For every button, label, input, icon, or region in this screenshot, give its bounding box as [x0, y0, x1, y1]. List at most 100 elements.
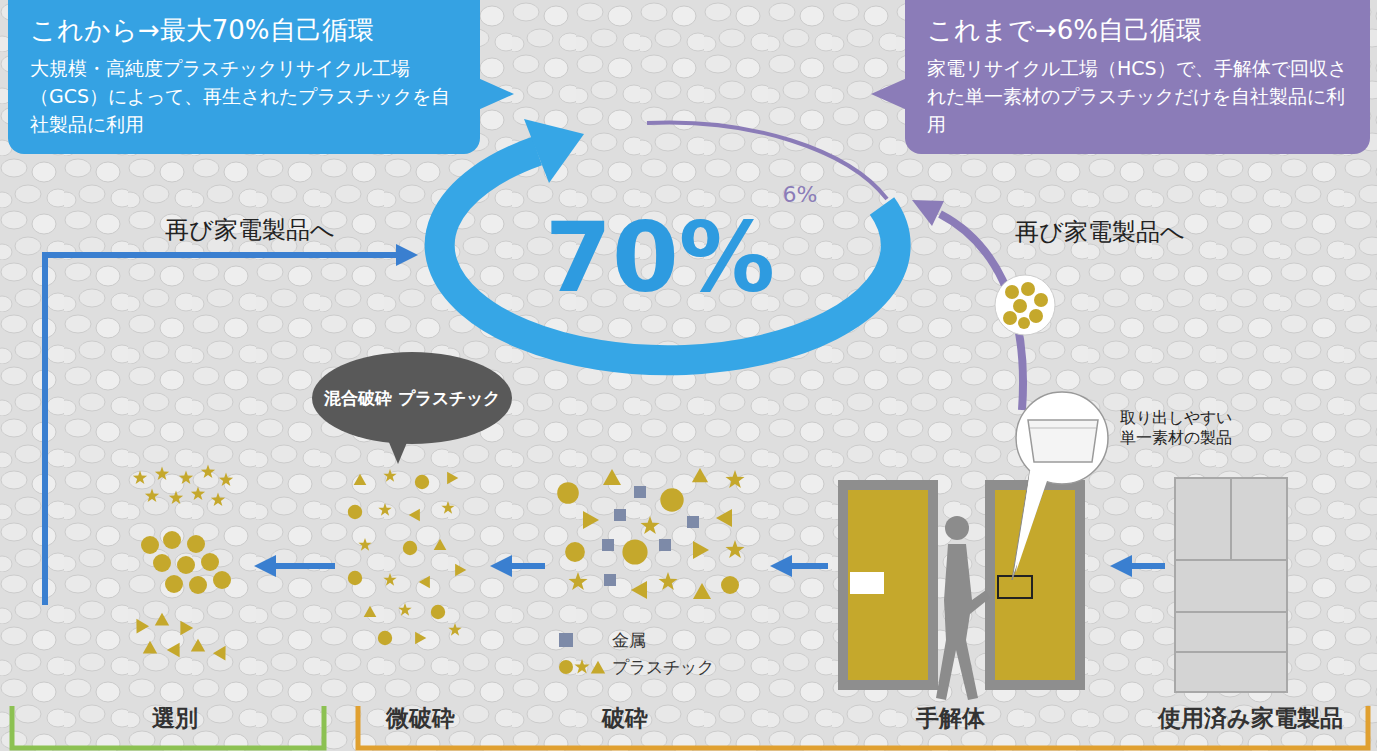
disassembly-boxes — [995, 490, 1075, 680]
crushed-pieces — [716, 509, 732, 527]
sorted-pieces — [179, 471, 193, 485]
crushed-pieces — [659, 539, 671, 551]
stage-arrows — [508, 563, 545, 569]
callout-box: これまで→6%自己循環家電リサイクル工場（HCS）で、手解体で回収された単一素材… — [905, 0, 1370, 154]
fine-crushed-pieces — [354, 474, 367, 485]
parts-bubble — [1028, 420, 1098, 462]
crushed-pieces — [693, 541, 709, 559]
sorted-pieces — [145, 489, 159, 503]
sorted-pieces — [167, 643, 180, 657]
fine-crushed-pieces — [419, 576, 430, 589]
crushed-pieces — [604, 574, 616, 586]
stage-arrows — [788, 563, 828, 569]
node-text: 混合破砕 プラスチック — [324, 387, 500, 409]
fine-crushed-pieces — [448, 623, 461, 636]
fridge-icon — [1230, 478, 1232, 560]
small-cycle-arc — [647, 123, 887, 199]
sorted-pieces — [143, 641, 157, 654]
fine-crushed-pieces — [431, 605, 445, 619]
return-label: 再び家電製品へ — [165, 215, 335, 245]
purple-return-arrow — [940, 214, 1023, 410]
fine-crushed-pieces — [441, 501, 454, 514]
crushed-pieces — [557, 468, 744, 599]
crushed-pieces — [658, 572, 677, 590]
fine-crushed-pieces — [415, 475, 429, 489]
purple-return-arrow — [1018, 317, 1030, 329]
crushed-pieces — [557, 482, 579, 504]
sorted-pieces — [213, 571, 231, 589]
legend-text: プラスチック — [612, 656, 714, 679]
crushed-pieces — [692, 468, 708, 482]
stage-arrows — [254, 555, 276, 577]
sorted-pieces — [169, 491, 183, 505]
sorted-pieces — [177, 556, 195, 574]
fine-crushed-pieces — [403, 541, 417, 555]
crushed-pieces — [725, 470, 744, 488]
crushed-pieces — [687, 516, 699, 528]
disassembly-boxes — [838, 480, 938, 690]
fridge-icon — [1175, 478, 1287, 692]
sorted-pieces — [155, 467, 169, 481]
parts-bubble — [1030, 428, 1096, 429]
sorted-pieces — [187, 535, 205, 553]
worker-figure — [945, 516, 969, 540]
fine-crushed-pieces — [378, 503, 391, 516]
stage-arrows — [1128, 563, 1165, 569]
stage-arrows — [272, 563, 335, 569]
legend-swatch — [559, 633, 573, 647]
speech-bubble: 混合破砕 プラスチック — [312, 352, 512, 444]
fine-crushed-pieces — [409, 509, 420, 522]
purple-return-arrow — [995, 275, 1055, 335]
stage-arrows — [770, 555, 792, 577]
cycle-arrow — [440, 151, 896, 360]
sorted-pieces — [133, 471, 147, 485]
worker-figure — [936, 544, 990, 700]
sorted-pieces — [165, 575, 183, 593]
purple-return-arrow — [1005, 285, 1019, 299]
crushed-pieces — [602, 539, 614, 551]
legend-plastic-sample — [591, 661, 605, 674]
sorted-pieces — [155, 613, 169, 626]
cycle-arrow — [440, 119, 896, 360]
crushed-pieces — [603, 469, 621, 485]
crushed-pieces — [634, 486, 646, 498]
legend-plastic-sample — [559, 660, 573, 674]
crushed-pieces — [583, 511, 599, 529]
crushed-pieces — [693, 583, 711, 599]
crushed-pieces — [565, 542, 585, 562]
return-label: 再び家電製品へ — [1015, 217, 1185, 247]
fine-crushed-pieces — [415, 632, 426, 645]
legend-plastic-sample — [574, 659, 589, 673]
fine-crushed-pieces — [383, 573, 396, 586]
crushed-pieces — [568, 572, 587, 590]
fine-crushed-pieces — [398, 603, 411, 616]
sorted-pieces — [213, 642, 232, 660]
sorted-pieces — [219, 473, 233, 487]
parts-bubble — [1016, 470, 1048, 572]
legend-text: 金属 — [612, 629, 646, 652]
sorted-pieces — [130, 465, 233, 661]
purple-return-arrow — [1029, 309, 1043, 323]
parts-note: 取り出しやすい 単一素材の製品 — [1117, 408, 1235, 448]
callout-box: これから→最大70%自己循環大規模・高純度プラスチックリサイクル工場（GCS）に… — [8, 0, 480, 154]
sorted-pieces — [180, 621, 193, 635]
crushed-pieces — [725, 540, 744, 558]
fine-crushed-pieces — [348, 505, 362, 519]
node-text: 大規模・高純度プラスチックリサイクル工場（GCS）によって、再生されたプラスチッ… — [30, 54, 458, 138]
purple-return-arrow — [1003, 282, 1048, 329]
crushed-pieces — [622, 539, 647, 564]
crushed-pieces — [721, 576, 739, 594]
purple-return-arrow — [1034, 293, 1048, 307]
sorted-pieces — [191, 639, 205, 652]
stage-label: 手解体 — [916, 704, 985, 733]
legend-plastic-sample — [559, 659, 605, 674]
fine-crushed-pieces — [348, 469, 467, 645]
sorted-pieces — [163, 531, 181, 549]
disassembly-boxes — [848, 490, 928, 680]
node-text: これまで→6%自己循環 — [927, 12, 1348, 48]
sorted-pieces — [189, 576, 207, 594]
sorted-pieces — [141, 536, 159, 554]
